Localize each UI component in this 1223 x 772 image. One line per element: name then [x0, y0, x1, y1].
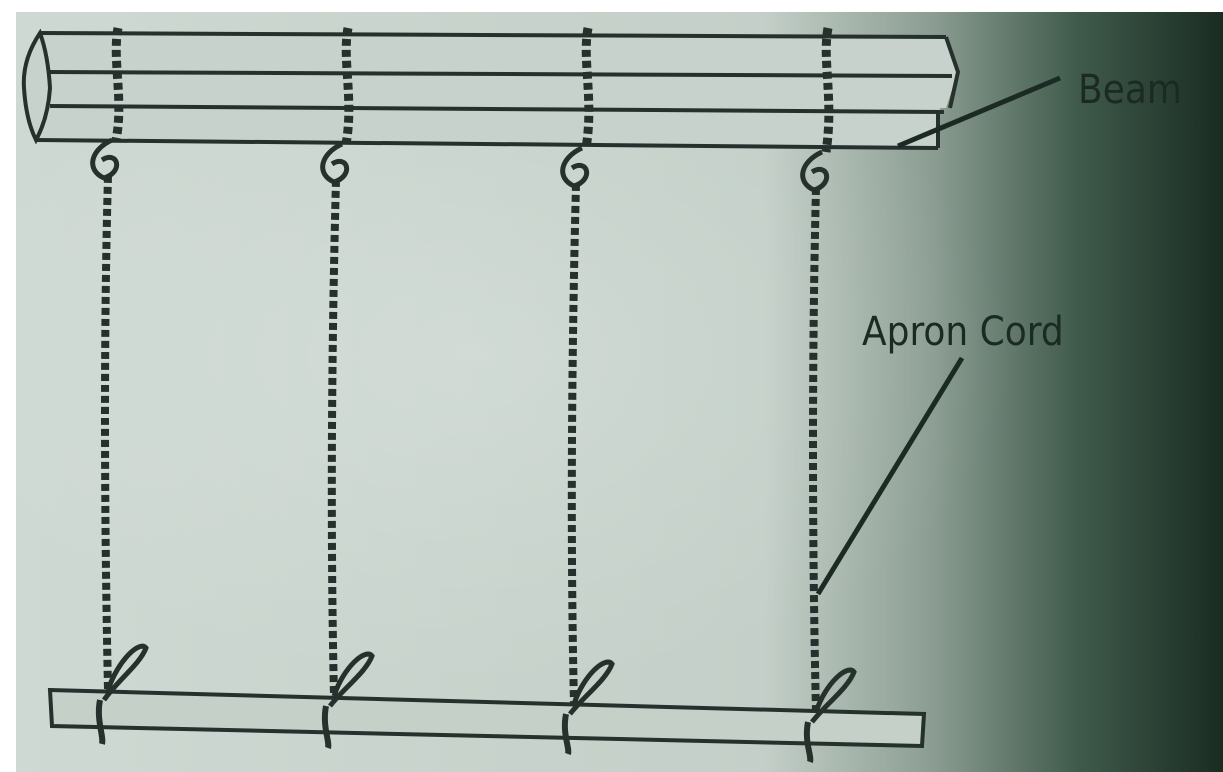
beam-leader-line: [897, 75, 1061, 149]
apron-cord-3: [560, 27, 615, 755]
apron-cord-2: [320, 27, 375, 749]
beam: [21, 28, 961, 150]
apron-cord-4: [800, 27, 857, 763]
apron-cord-1: [90, 27, 149, 745]
apron-cords: [90, 27, 857, 763]
apron-cord-label: Apron Cord: [862, 309, 1064, 355]
beam-label: Beam: [1078, 67, 1182, 113]
lower-rod: [47, 687, 927, 749]
apron-cord-leader-line: [815, 356, 965, 596]
